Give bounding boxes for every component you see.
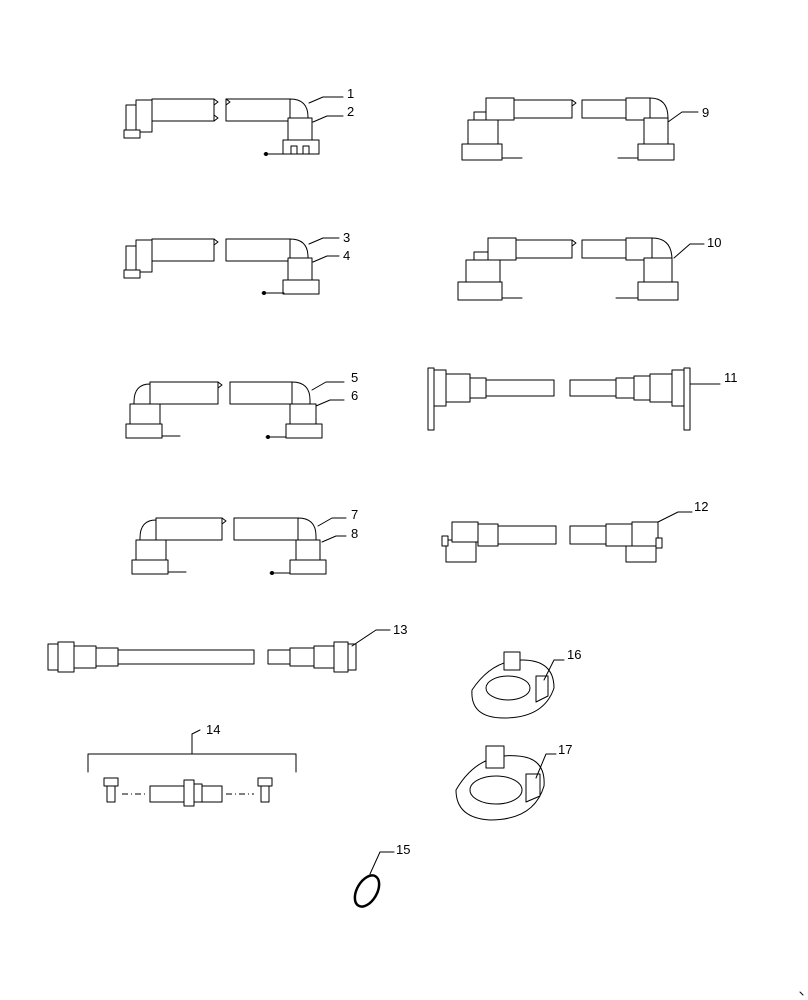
callout-label-16: 16 [567, 647, 581, 662]
callout-label-2: 2 [347, 104, 354, 119]
hose-assembly-10 [457, 237, 679, 301]
callout-label-12: 12 [694, 499, 708, 514]
callout-3: 3 [308, 230, 350, 245]
callout-5: 5 [311, 370, 358, 391]
hose-clamp-17 [455, 745, 545, 821]
callout-7: 7 [317, 507, 358, 527]
callout-8: 8 [321, 526, 358, 543]
callout-13: 13 [351, 622, 407, 647]
callout-label-13: 13 [393, 622, 407, 637]
fitting-kit-14 [103, 777, 273, 807]
hose-assembly-7 [131, 517, 327, 575]
kit-bracket-14 [87, 733, 297, 773]
callout-label-10: 10 [707, 235, 721, 250]
callout-label-9: 9 [702, 105, 709, 120]
callout-label-15: 15 [396, 842, 410, 857]
callout-12: 12 [657, 499, 708, 523]
callout-9: 9 [667, 105, 709, 123]
callout-label-3: 3 [343, 230, 350, 245]
callout-10: 10 [673, 235, 721, 259]
callout-16: 16 [543, 647, 581, 681]
callout-label-4: 4 [343, 248, 350, 263]
callout-17: 17 [535, 742, 572, 779]
callout-label-5: 5 [351, 370, 358, 385]
callout-11: 11 [689, 370, 738, 385]
hose-assembly-11 [427, 367, 691, 431]
corner-mark [799, 991, 804, 996]
callout-6: 6 [315, 388, 358, 407]
hose-assembly-9 [461, 97, 675, 161]
callout-label-8: 8 [351, 526, 358, 541]
callout-label-11: 11 [724, 370, 738, 385]
callout-label-17: 17 [558, 742, 572, 757]
o-ring-15 [353, 874, 381, 908]
callout-15: 15 [369, 842, 410, 875]
callout-label-6: 6 [351, 388, 358, 403]
hose-assembly-13 [47, 641, 357, 673]
hose-assembly-3 [123, 238, 320, 295]
callout-label-1: 1 [347, 86, 354, 101]
callout-4: 4 [312, 248, 350, 263]
hose-assembly-1 [123, 98, 320, 156]
callout-2: 2 [312, 104, 354, 123]
hose-assembly-5 [125, 381, 323, 439]
callout-label-14: 14 [206, 722, 220, 737]
callout-1: 1 [308, 86, 354, 104]
hose-assembly-12 [441, 521, 663, 563]
callout-14: 14 [191, 722, 220, 737]
hose-clamp-16 [471, 651, 555, 719]
callout-label-7: 7 [351, 507, 358, 522]
